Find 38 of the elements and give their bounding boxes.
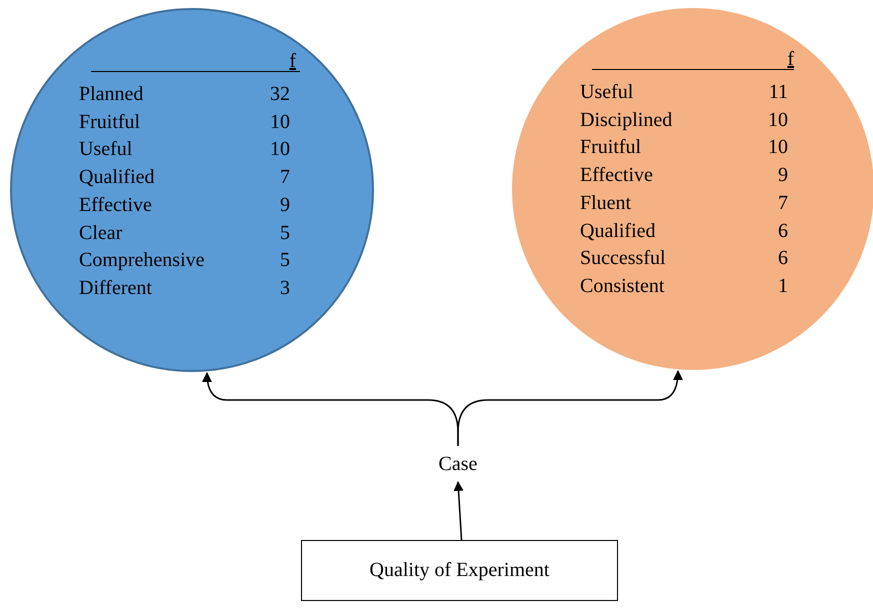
table-cell: 32: [270, 83, 290, 105]
column-header: f: [787, 48, 794, 70]
table-cell: Effective: [79, 194, 152, 216]
table-cell: 9: [280, 194, 290, 216]
table-cell: 9: [778, 164, 788, 186]
column-header: f: [289, 50, 296, 72]
table-cell: 10: [768, 136, 788, 158]
arrow: [454, 481, 464, 540]
table-cell: 1: [778, 274, 788, 297]
table-cell: 10: [270, 110, 290, 133]
table-cell: Disciplined: [580, 108, 672, 131]
table-cell: 6: [778, 247, 788, 270]
arrow: [457, 370, 683, 446]
table-cell: Effective: [580, 164, 653, 186]
table-cell: 5: [280, 222, 290, 244]
table-cell: Fluent: [580, 192, 632, 214]
table-cell: Comprehensive: [79, 249, 205, 272]
table-cell: Fruitful: [79, 110, 140, 133]
table-cell: Useful: [79, 138, 132, 160]
table-cell: 10: [270, 138, 290, 160]
table-cell: Qualified: [79, 166, 155, 188]
table-cell: Qualified: [580, 220, 656, 242]
table-cell: Clear: [79, 222, 122, 244]
table-cell: Consistent: [580, 274, 664, 297]
table-cell: 6: [778, 220, 788, 242]
node-label: Case: [438, 452, 478, 476]
table-cell: Successful: [580, 247, 666, 270]
table-cell: Planned: [79, 83, 144, 105]
table-cell: 3: [280, 276, 290, 299]
table-cell: 5: [280, 249, 290, 272]
table-cell: Fruitful: [580, 136, 642, 158]
process-box: Quality of Experiment: [301, 540, 618, 601]
table-cell: 7: [280, 166, 290, 188]
table-cell: Different: [79, 276, 152, 299]
table-cell: 10: [768, 108, 788, 131]
table-cell: 7: [778, 192, 788, 214]
table-cell: 11: [768, 81, 788, 103]
table-cell: Useful: [580, 81, 634, 103]
